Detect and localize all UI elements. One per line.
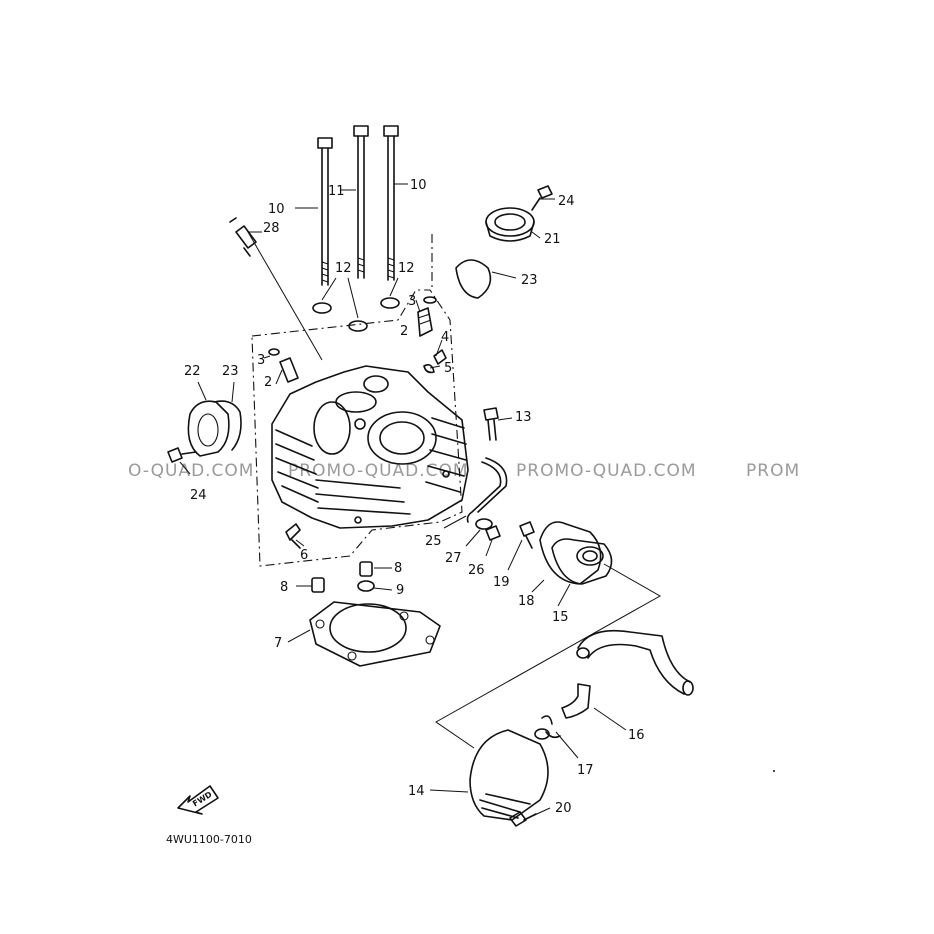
head-bolt-center (353, 125, 369, 279)
callout-10-left: 10 (268, 202, 285, 217)
callout-2-right: 2 (400, 324, 408, 339)
valve-adjuster-right (417, 296, 437, 337)
plug-4 (433, 349, 447, 365)
head-bolt-left (317, 137, 333, 286)
callout-5: 5 (444, 361, 452, 376)
assembly-link (435, 563, 662, 749)
callout-8-right: 8 (394, 561, 402, 576)
hose-clip-17 (541, 715, 561, 739)
callout-27: 27 (445, 551, 462, 566)
callout-9: 9 (396, 583, 404, 598)
gasket-23-top (455, 259, 492, 299)
washer-27 (475, 518, 493, 530)
watermark-edge: PROM (746, 461, 800, 481)
diagram-code: 4WU1100-7010 (166, 833, 252, 846)
bolt-26 (485, 525, 501, 541)
callout-15: 15 (552, 610, 569, 625)
callout-25: 25 (425, 534, 442, 549)
valve-adjuster-left (268, 348, 299, 383)
callout-2-left: 2 (264, 375, 272, 390)
tappet-cover-15 (551, 538, 613, 585)
dowel-8-left (311, 577, 325, 593)
callout-23-top: 23 (521, 273, 538, 288)
callout-21: 21 (544, 232, 561, 247)
callout-6: 6 (300, 548, 308, 563)
callout-14: 14 (408, 784, 425, 799)
head-bolt-right (383, 125, 399, 281)
spark-plug (229, 217, 257, 257)
bolt-24-top (531, 185, 553, 211)
speck (773, 770, 775, 772)
callout-12-left: 12 (335, 261, 352, 276)
gasket-18 (539, 521, 602, 585)
oil-pipe-inner (477, 457, 508, 513)
washer-left (312, 302, 332, 314)
callout-8-left: 8 (280, 580, 288, 595)
washer-center (348, 320, 368, 332)
breather-hose (576, 629, 694, 696)
callout-24-top: 24 (558, 194, 575, 209)
callout-23-left: 23 (222, 364, 239, 379)
watermark-right: PROMO-QUAD.COM (516, 461, 697, 481)
assembly-boundary (251, 289, 463, 567)
pin-6 (285, 523, 301, 549)
washer-9 (357, 580, 375, 592)
side-cover (187, 400, 242, 457)
clip-5 (423, 364, 435, 374)
bolt-13 (483, 407, 499, 441)
callout-10-right: 10 (410, 178, 427, 193)
callout-16: 16 (628, 728, 645, 743)
hose-elbow (561, 683, 591, 719)
watermark-left: O-QUAD.COM (128, 461, 254, 481)
callout-11: 11 (328, 184, 345, 199)
callout-12-right: 12 (398, 261, 415, 276)
callout-3-right: 3 (408, 294, 416, 309)
callout-3-left: 3 (257, 353, 265, 368)
callout-18: 18 (518, 594, 535, 609)
callout-28: 28 (263, 221, 280, 236)
callout-17: 17 (577, 763, 594, 778)
cylinder-head (271, 365, 469, 529)
forward-arrow-icon: FWD (177, 785, 219, 815)
callout-19: 19 (493, 575, 510, 590)
callout-13: 13 (515, 410, 532, 425)
callout-7: 7 (274, 636, 282, 651)
oil-pipe (466, 461, 502, 523)
callout-26: 26 (468, 563, 485, 578)
intake-joint (485, 207, 535, 242)
callout-20: 20 (555, 801, 572, 816)
callout-24-left: 24 (190, 488, 207, 503)
dowel-8-right (359, 561, 373, 577)
watermark-center: PROMO-QUAD.COM (288, 461, 469, 481)
bolt-19 (519, 521, 535, 549)
bolt-24-left (167, 447, 197, 463)
washer-right (380, 297, 400, 309)
callout-22: 22 (184, 364, 201, 379)
head-gasket (309, 601, 441, 667)
callout-4: 4 (441, 330, 449, 345)
valve-cover-14 (469, 728, 550, 821)
